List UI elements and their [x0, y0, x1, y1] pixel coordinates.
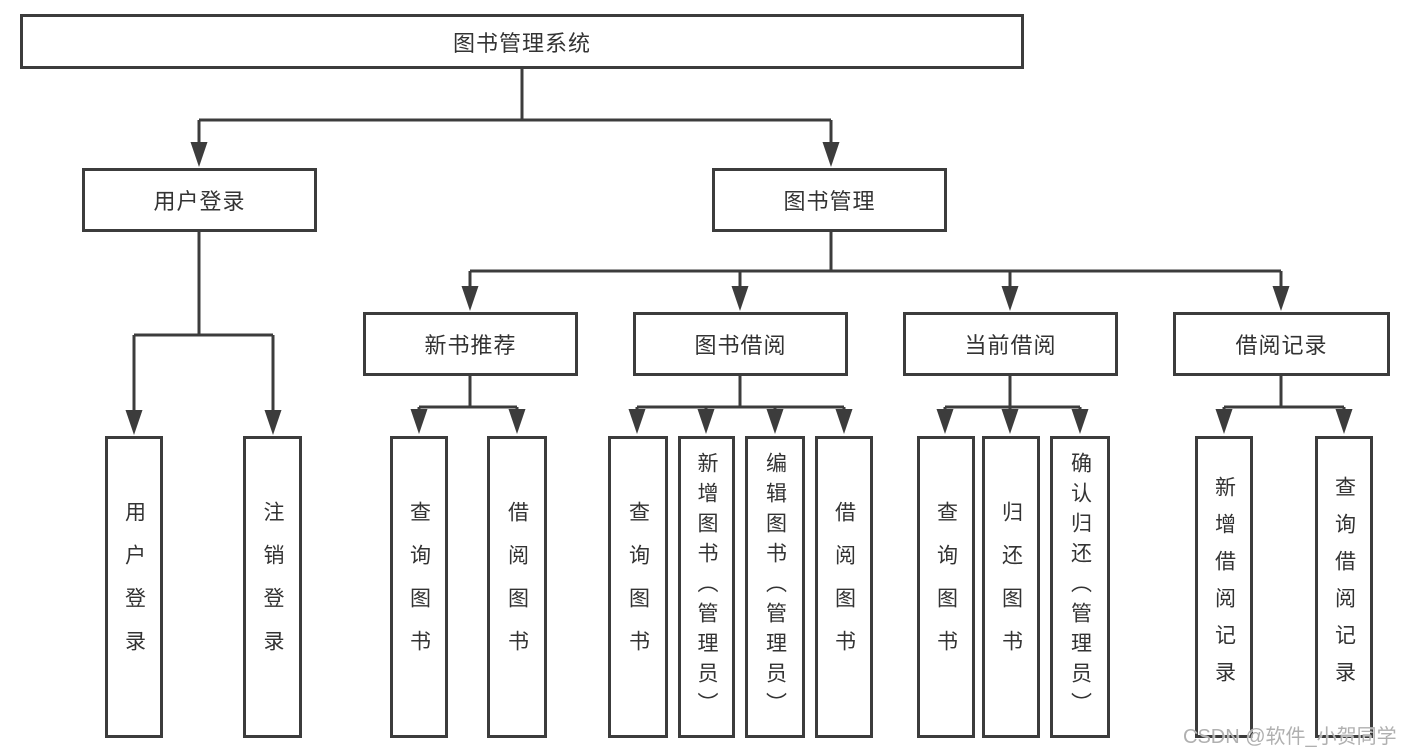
arrowhead-icon — [410, 409, 428, 434]
node-book-management: 图书管理 — [712, 168, 947, 232]
arrowhead-icon — [1272, 286, 1290, 311]
borrow-records-group-connectors — [1215, 376, 1353, 434]
book-management-branch-connectors — [461, 232, 1290, 311]
leaf-add-borrow-record-label: 新增借阅记录 — [1212, 476, 1236, 698]
arrowhead-icon — [936, 409, 954, 434]
user-login-branch-connectors — [125, 232, 282, 435]
node-new-books-label: 新书推荐 — [424, 333, 517, 358]
node-user-login: 用户登录 — [82, 168, 317, 232]
leaf-add-books-admin-label: 新增图书（管理员） — [695, 452, 718, 722]
leaf-query-borrow-record: 查询借阅记录 — [1315, 436, 1373, 738]
leaf-query-books-1-label: 查询图书 — [407, 501, 431, 673]
leaf-query-books-2-label: 查询图书 — [626, 501, 650, 673]
arrowhead-icon — [190, 142, 208, 167]
leaf-return-books-label: 归还图书 — [999, 501, 1023, 673]
node-current-borrow: 当前借阅 — [903, 312, 1118, 376]
arrowhead-icon — [766, 409, 784, 434]
leaf-confirm-return-admin: 确认归还（管理员） — [1050, 436, 1110, 738]
arrowhead-icon — [628, 409, 646, 434]
node-borrow-records-label: 借阅记录 — [1235, 333, 1328, 358]
leaf-query-borrow-record-label: 查询借阅记录 — [1332, 476, 1356, 698]
arrowhead-icon — [508, 409, 526, 434]
leaf-edit-books-admin-label: 编辑图书（管理员） — [763, 452, 787, 722]
leaf-borrow-books-2: 借阅图书 — [815, 436, 873, 738]
node-root-label: 图书管理系统 — [452, 30, 591, 56]
leaf-user-login: 用户登录 — [105, 436, 163, 738]
arrowhead-icon — [822, 142, 840, 167]
leaf-query-books-3-label: 查询图书 — [934, 501, 958, 673]
leaf-borrow-books-1-label: 借阅图书 — [505, 501, 529, 673]
root-connectors — [190, 69, 840, 167]
leaf-user-login-label: 用户登录 — [122, 501, 146, 673]
leaf-edit-books-admin: 编辑图书（管理员） — [745, 436, 805, 738]
arrowhead-icon — [264, 410, 282, 435]
new-books-group-connectors — [410, 376, 526, 434]
node-new-books: 新书推荐 — [363, 312, 578, 376]
leaf-query-books-3: 查询图书 — [917, 436, 975, 738]
arrowhead-icon — [1215, 409, 1233, 434]
arrowhead-icon — [461, 286, 479, 311]
leaf-add-books-admin: 新增图书（管理员） — [678, 436, 735, 738]
node-book-management-label: 图书管理 — [783, 189, 876, 214]
leaf-confirm-return-admin-label: 确认归还（管理员） — [1068, 452, 1092, 722]
book-borrow-group-connectors — [628, 376, 853, 434]
arrowhead-icon — [835, 409, 853, 434]
arrowhead-icon — [697, 409, 715, 434]
node-current-borrow-label: 当前借阅 — [964, 333, 1057, 358]
node-user-login-label: 用户登录 — [153, 189, 246, 214]
leaf-logout-label: 注销登录 — [261, 501, 284, 673]
arrowhead-icon — [1001, 286, 1019, 311]
node-book-borrow-label: 图书借阅 — [694, 333, 787, 358]
arrowhead-icon — [1001, 409, 1019, 434]
arrowhead-icon — [731, 286, 749, 311]
leaf-add-borrow-record: 新增借阅记录 — [1195, 436, 1253, 738]
node-book-borrow: 图书借阅 — [633, 312, 848, 376]
leaf-logout: 注销登录 — [243, 436, 302, 738]
leaf-return-books: 归还图书 — [982, 436, 1040, 738]
arrowhead-icon — [1335, 409, 1353, 434]
node-root: 图书管理系统 — [20, 14, 1024, 69]
csdn-watermark: CSDN @软件_小贺同学 — [1183, 726, 1397, 747]
node-borrow-records: 借阅记录 — [1173, 312, 1390, 376]
arrowhead-icon — [125, 410, 143, 435]
leaf-query-books-1: 查询图书 — [390, 436, 448, 738]
arrowhead-icon — [1071, 409, 1089, 434]
leaf-query-books-2: 查询图书 — [608, 436, 668, 738]
leaf-borrow-books-2-label: 借阅图书 — [832, 501, 856, 673]
leaf-borrow-books-1: 借阅图书 — [487, 436, 547, 738]
current-borrow-group-connectors — [936, 376, 1089, 434]
